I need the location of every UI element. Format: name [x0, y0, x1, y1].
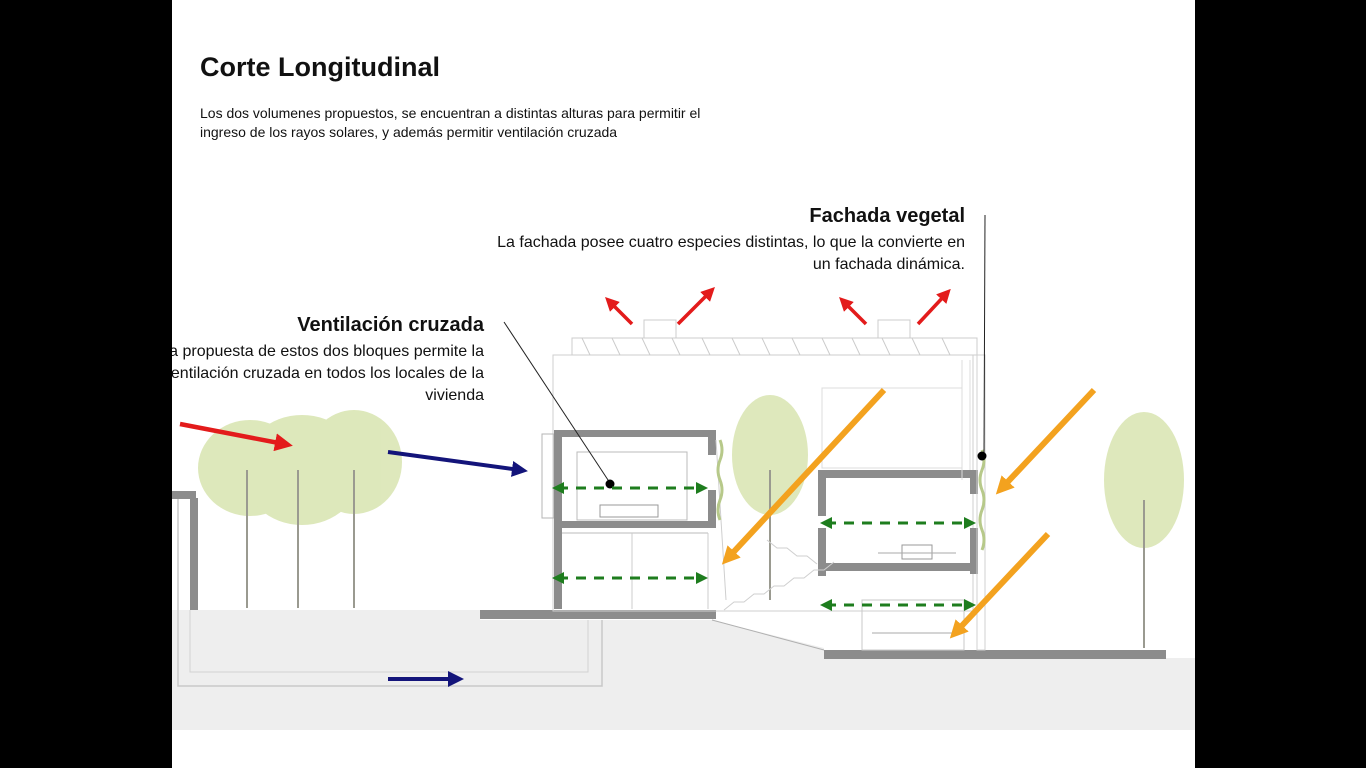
left-block [541, 354, 974, 612]
facade-text: La fachada posee cuatro especies distint… [497, 234, 965, 273]
hot-wind-arrow [179, 421, 293, 452]
facade-title: Fachada vegetal [809, 205, 965, 227]
stairs [723, 539, 835, 611]
cross-ventilation-arrows [552, 482, 976, 611]
cool-wind-arrow-top [387, 450, 528, 477]
sun-ray-arrows [721, 387, 1097, 639]
facade-callout: Fachada vegetal La fachada posee cuatro … [495, 205, 965, 276]
slide: Corte Longitudinal Los dos volumenes pro… [172, 0, 1195, 768]
ground [172, 491, 1195, 730]
slide-title: Corte Longitudinal [200, 52, 440, 82]
intro-text: Los dos volumenes propuestos, se encuent… [200, 105, 701, 140]
right-block [716, 354, 986, 651]
pergola [571, 319, 978, 356]
section-drawing [172, 214, 1195, 730]
ventilation-callout: Ventilación cruzada La propuesta de esto… [172, 314, 484, 407]
exhaust-arrows [605, 287, 951, 326]
trees [198, 395, 1184, 648]
ventilation-text: La propuesta de estos dos bloques permit… [172, 343, 484, 404]
ventilation-title: Ventilación cruzada [297, 314, 484, 336]
